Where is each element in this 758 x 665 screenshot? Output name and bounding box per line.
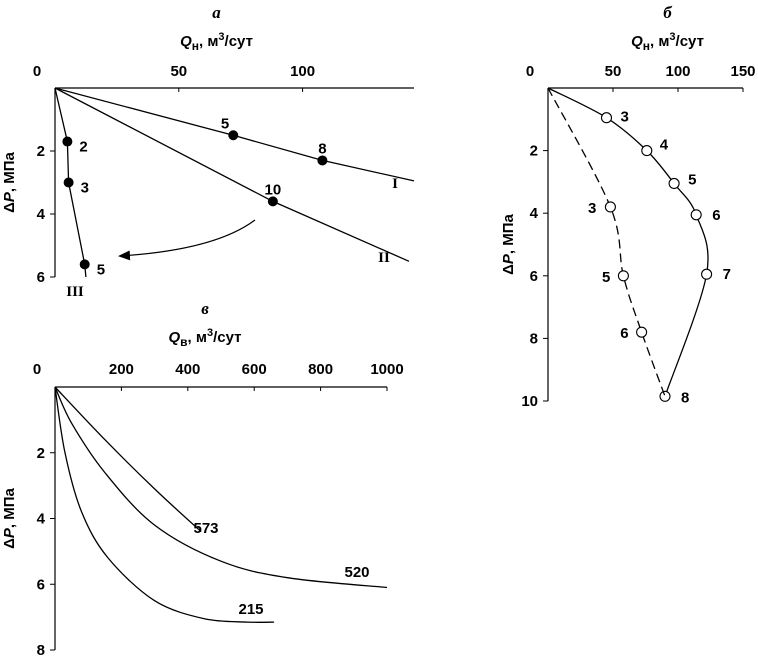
x-tick-label: 100 [665,63,690,80]
y-tick-label: 4 [37,511,46,528]
y-tick-label: 8 [37,642,45,659]
panel-letter: а [212,3,221,22]
series-label: III [66,284,84,300]
data-label: 3 [588,200,596,217]
x-axis-title: Qв, м3/сут [168,327,241,349]
y-axis-title: ΔP, МПа [1,487,18,548]
x-tick-label: 0 [33,361,41,378]
data-label: 2 [79,139,87,156]
y-tick-label: 2 [530,143,538,160]
x-tick-label: 600 [242,361,267,378]
series-label: 215 [238,601,263,618]
y-tick-label: 6 [37,269,45,286]
data-point [701,268,713,280]
series-label: 573 [193,520,218,537]
series-line [54,87,410,262]
chart-panel-b: бQн, м3/сут 0 50 100 150 2 4 6 8 10 ΔP, МПа 3 4 5 6 7 8 3… [500,3,756,410]
series-label: II [378,250,390,266]
y-tick-label: 6 [530,268,538,285]
data-point [690,209,702,221]
y-axis-title: ΔP, МПа [500,213,517,274]
series-line [54,87,415,182]
series-line [547,87,666,397]
x-tick-label: 1000 [370,361,403,378]
panel-letter: б [663,3,673,22]
data-point [636,326,648,338]
x-tick-label: 150 [730,63,755,80]
data-point [228,130,239,141]
series-label: I [392,176,398,192]
data-point [62,136,73,147]
x-tick-label: 50 [605,63,622,80]
data-point [668,177,680,190]
data-point [267,196,278,207]
data-label: 4 [660,137,669,154]
x-tick-label: 0 [33,63,41,80]
series-line [54,386,275,623]
data-point [604,201,616,213]
data-point [600,112,613,124]
x-tick-label: 200 [109,361,134,378]
data-label: 5 [97,261,105,278]
data-label: 8 [318,140,326,157]
x-tick-label: 0 [526,63,534,80]
x-tick-label: 100 [290,63,315,80]
x-axis-title: Qн, м3/сут [631,31,704,53]
x-axis-title: Qн, м3/сут [180,31,253,53]
x-tick-label: 50 [170,63,187,80]
data-point [641,145,653,157]
series-line [54,386,388,589]
series-line [54,386,202,533]
data-label: 7 [723,266,731,283]
x-tick-label: 800 [308,361,333,378]
data-label: 3 [621,109,629,126]
x-tick-label: 400 [175,361,200,378]
data-label: 3 [81,180,89,197]
data-point [317,155,328,166]
y-tick-label: 2 [37,445,45,462]
data-label: 8 [681,389,689,406]
data-point [659,390,671,402]
data-point [63,177,74,188]
y-axis-title: ΔP, МПа [1,151,18,212]
y-tick-label: 4 [37,206,46,223]
data-point [617,270,629,282]
series-label: 520 [344,564,369,581]
y-tick-label: 4 [530,205,539,222]
chart-panel-c: вQв, м3/сут 0 200 400 600 800 1000 2 4 6 8 ΔP, МПа 5… [1,299,404,659]
data-label: 10 [265,181,282,198]
panel-letter: в [201,299,209,318]
y-tick-label: 8 [530,330,538,347]
y-tick-label: 2 [37,143,45,160]
y-tick-label: 6 [37,576,45,593]
data-label: 6 [712,207,720,224]
y-tick-label: 10 [521,393,538,410]
annotation-arrow [118,219,256,261]
data-label: 5 [688,171,696,188]
data-label: 5 [602,269,610,286]
data-point [79,259,90,270]
series-line [547,87,709,397]
data-label: 5 [221,115,229,132]
data-label: 6 [620,325,628,342]
